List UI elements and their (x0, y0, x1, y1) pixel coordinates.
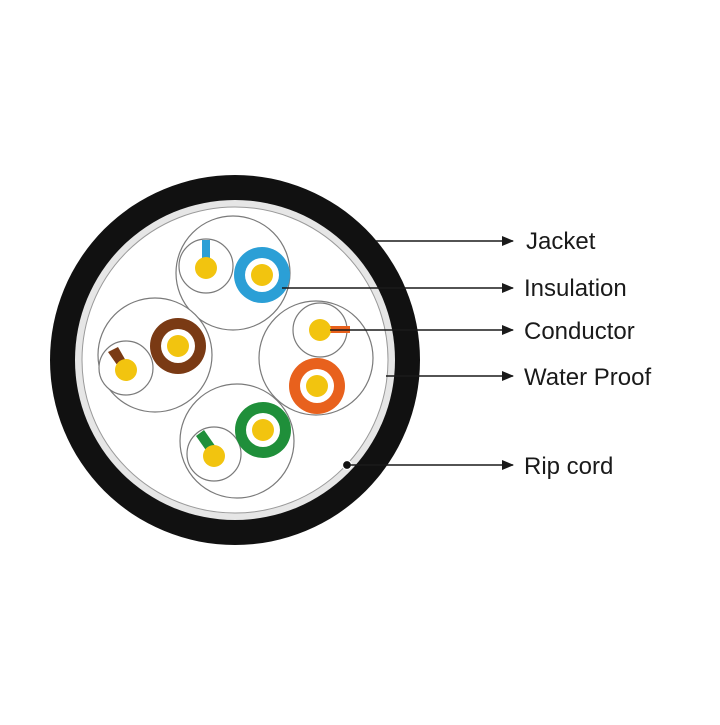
green-pair (179, 383, 295, 499)
rip-cord-label: Rip cord (524, 453, 613, 480)
conductor-core (309, 319, 331, 341)
conductor-core (251, 264, 273, 286)
brown-pair (97, 297, 213, 413)
insulation-label: Insulation (524, 275, 627, 302)
conductor-label: Conductor (524, 318, 635, 345)
conductor-core (203, 445, 225, 467)
conductor-core (115, 359, 137, 381)
water-proof-label: Water Proof (524, 364, 651, 391)
conductor-core (306, 375, 328, 397)
blue-stripe (202, 240, 210, 258)
jacket-label: Jacket (526, 228, 596, 255)
conductor-core (167, 335, 189, 357)
conductor-core (195, 257, 217, 279)
blue-pair (175, 215, 291, 331)
orange-pair (258, 300, 374, 416)
conductor-core (252, 419, 274, 441)
cable-core (81, 206, 389, 514)
